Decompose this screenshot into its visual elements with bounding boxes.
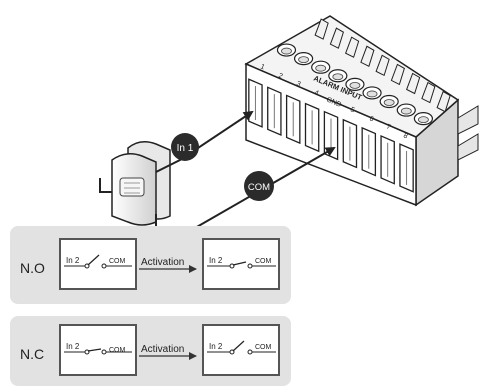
pin-label-4: 4 xyxy=(313,89,319,97)
panel-no-left-in-label: In 2 xyxy=(66,256,80,265)
panel-no-right-in-label: In 2 xyxy=(209,256,223,265)
in1-badge: In 1 xyxy=(171,133,199,161)
terminal-fin xyxy=(436,90,451,113)
panel-nc-left-in-label: In 2 xyxy=(66,342,80,351)
panel-no-activation: Activation xyxy=(139,257,197,273)
terminal-screw-slot xyxy=(332,73,344,81)
terminal-screw-slot xyxy=(315,64,327,72)
terminal-top-fins xyxy=(314,18,451,113)
terminal-fin xyxy=(345,36,360,58)
panel-nc-left-com-label: COM xyxy=(109,347,126,354)
terminal-screw-slot xyxy=(400,107,412,115)
terminal-screw-slot xyxy=(349,81,361,89)
terminal-wire-slots xyxy=(248,78,414,193)
pin-label-2: 2 xyxy=(277,72,283,80)
panel-no-left-switch: In 2 COM xyxy=(59,238,137,290)
panel-nc-activation: Activation xyxy=(139,344,197,360)
sensor-device xyxy=(111,141,171,226)
terminal-block: ALARM INPUT 1 2 3 4 GND 5 6 7 8 xyxy=(244,15,479,207)
panel-nc: N.C In 2 COM Activation In 2 COM xyxy=(10,316,291,386)
pin-label-1: 1 xyxy=(259,63,265,71)
pin-label-3: 3 xyxy=(295,80,301,88)
terminal-pins-right xyxy=(457,105,479,161)
terminal-fin xyxy=(314,18,329,40)
terminal-screws xyxy=(276,43,434,126)
terminal-screw-slot xyxy=(281,47,292,55)
terminal-screw-slot xyxy=(383,99,395,106)
pin-label-6: 6 xyxy=(368,115,374,123)
panel-nc-activation-label: Activation xyxy=(141,344,184,355)
in1-badge-label: In 1 xyxy=(177,143,194,154)
panel-nc-right-com-label: COM xyxy=(255,344,272,351)
terminal-screw-slot xyxy=(366,90,378,98)
terminal-fin xyxy=(329,27,344,49)
panel-no: N.O In 2 COM Activation In 2 COM xyxy=(10,226,291,304)
panel-nc-right-switch: In 2 COM xyxy=(202,324,280,376)
terminal-fin xyxy=(375,54,390,77)
panel-nc-right-in-label: In 2 xyxy=(209,342,223,351)
com-badge: COM xyxy=(244,171,274,201)
com-badge-label: COM xyxy=(248,182,270,193)
terminal-screw-slot xyxy=(418,116,429,124)
panel-nc-left-switch: In 2 COM xyxy=(59,324,137,376)
panel-no-left-com-label: COM xyxy=(109,258,126,265)
terminal-fin xyxy=(421,81,436,104)
panel-nc-mode-label: N.C xyxy=(20,346,44,362)
pin-label-5: 5 xyxy=(349,106,355,114)
panel-no-right-switch: In 2 COM xyxy=(202,238,280,290)
pin-label-8: 8 xyxy=(402,132,408,140)
terminal-fin xyxy=(390,63,405,86)
panel-no-right-com-label: COM xyxy=(255,258,272,265)
panel-no-mode-label: N.O xyxy=(20,260,45,276)
terminal-screw-slot xyxy=(298,56,309,64)
terminal-fin xyxy=(406,72,421,95)
panel-no-activation-label: Activation xyxy=(141,257,184,268)
terminal-fin xyxy=(360,45,375,67)
pin-label-7: 7 xyxy=(385,123,391,131)
